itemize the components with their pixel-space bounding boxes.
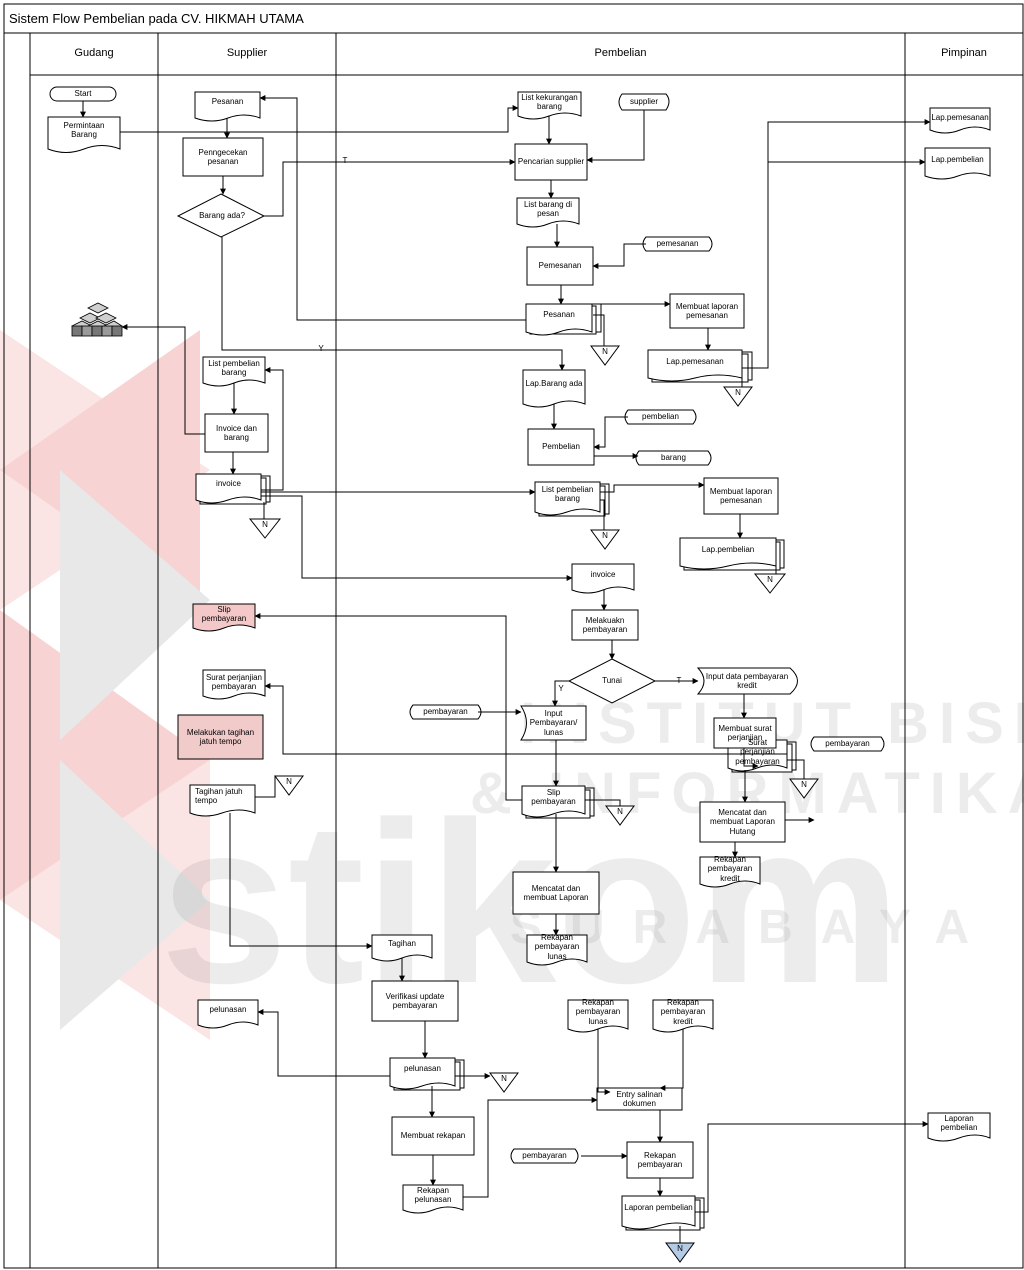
list-pembelian-barang-pembelian-label: List pembelian barang [535, 482, 600, 506]
offpage-label-1: N [591, 346, 619, 358]
tagihan-label: Tagihan [372, 935, 432, 953]
offpage-label-10: N [666, 1243, 694, 1255]
membuat-laporan-1-label: Membuat laporan pemesanan [670, 294, 744, 328]
list-pembelian-barang-supplier-label: List pembelian barang [203, 356, 265, 380]
lap-barang-ada-label: Lap.Barang ada [523, 370, 585, 398]
edge-label-y2: Y [554, 683, 568, 695]
offpage-label-9: N [490, 1073, 518, 1085]
rekapan-kredit-label: Rekapan pembayaran kredit [700, 857, 760, 881]
offpage-label-6: N [275, 776, 303, 788]
pembayaran-db-3-label: pembayaran [512, 1149, 577, 1163]
verifikasi-update-label: Verifikasi update pembayaran [372, 981, 458, 1021]
rekapan-kredit-2-label: Rekapan pembayaran kredit [653, 1000, 713, 1024]
pesanan-supplier-label: Pesanan [195, 92, 260, 112]
mencatat-laporan-label: Mencatat dan membuat Laporan [513, 872, 599, 914]
slip-pembayaran-pembelian-label: Slip pembayaran [522, 786, 585, 808]
penngecekan-label: Penngecekan pesanan [183, 138, 263, 176]
offpage-label-3: N [250, 519, 280, 531]
pemesanan-db-label: pemesanan [644, 237, 711, 251]
list-kekurangan-label: List kekurangan barang [518, 90, 581, 114]
offpage-label-7: N [790, 779, 818, 791]
melakukan-tagihan-label: Melakukan tagihan jatuh tempo [178, 715, 263, 759]
pencarian-supplier-label: Pencarian supplier [515, 144, 587, 180]
rekapan-pembayaran-label: Rekapan pembayaran [627, 1142, 693, 1178]
lap-pembelian-top-label: Lap.pembelian [925, 150, 990, 170]
barang-db-label: barang [637, 451, 710, 465]
slip-pembayaran-supplier-label: Slip pembayaran [193, 604, 255, 624]
invoice-pembelian-label: invoice [572, 564, 634, 586]
laporan-pembelian-label: Laporan pembelian [622, 1196, 695, 1220]
lap-pemesanan-top-label: Lap.pemesanan [930, 108, 990, 128]
lane-header-gudang: Gudang [30, 47, 158, 59]
diagram-title: Sistem Flow Pembelian pada CV. HIKMAH UT… [9, 11, 304, 26]
offpage-label-8: N [606, 806, 634, 818]
pembayaran-db-2-label: pembayaran [812, 737, 883, 751]
edge-label-t1: T [338, 155, 352, 167]
pesanan-pembelian-label: Pesanan [526, 304, 592, 326]
supplier-db-label: supplier [618, 94, 670, 110]
pembayaran-db-1-label: pembayaran [411, 705, 480, 719]
pelunasan-pembelian-label: pelunasan [390, 1058, 455, 1080]
offpage-label-5: N [755, 574, 785, 586]
tagihan-jatuh-tempo-label: Tagihan jatuh tempo [193, 785, 255, 807]
pembelian-label: Pembelian [528, 429, 594, 465]
lane-header-supplier: Supplier [158, 47, 336, 59]
invoice-supplier-label: invoice [196, 474, 261, 494]
invoice-dan-barang-label: Invoice dan barang [205, 414, 268, 452]
permintaan-barang-label: Permintaan Barang [48, 117, 120, 143]
membuat-rekapan-label: Membuat rekapan [392, 1117, 474, 1155]
input-pembayaran-lunas-label: Input Pembayaran/ lunas [521, 706, 586, 740]
lap-pembelian-doc-label: Lap.pembelian [680, 540, 776, 560]
offpage-label-4: N [591, 530, 619, 542]
membuat-laporan-2-label: Membuat laporan pemesanan [704, 478, 778, 514]
rekapan-lunas-label: Rekapan pembayaran lunas [527, 935, 587, 959]
pelunasan-supplier-label: pelunasan [198, 1000, 258, 1020]
lap-pemesanan-doc-label: Lap.pemesanan [648, 352, 742, 372]
edge-label-y1: Y [314, 343, 328, 355]
lane-header-pimpinan: Pimpinan [905, 47, 1023, 59]
laporan-pembelian-pimpinan-label: Laporan pembelian [928, 1113, 990, 1133]
list-barang-di-pesan-label: List barang di pesan [517, 198, 579, 220]
mencatat-hutang-label: Mencatat dan membuat Laporan Hutang [700, 802, 785, 842]
rekapan-lunas-2-label: Rekapan pembayaran lunas [568, 1000, 628, 1024]
melakukan-pembayaran-label: Melakuakn pembayaran [572, 610, 638, 640]
input-data-kredit-label: Input data pembayaran kredit [700, 668, 794, 694]
pembelian-db-label: pembelian [626, 410, 695, 424]
barang-ada-label: Barang ada? [183, 206, 261, 226]
surat-perjanjian-pembelian-label: Surat perjanjian pembayaran [728, 740, 787, 764]
pemesanan-label: Pemesanan [527, 247, 593, 285]
offpage-label-2: N [724, 387, 752, 399]
surat-perjanjian-supplier-label: Surat perjanjian pembayaran [203, 670, 265, 694]
start-label: Start [50, 87, 116, 101]
edge-label-t2: T [672, 675, 686, 687]
tunai-label: Tunai [585, 673, 639, 689]
rekapan-pelunasan-label: Rekapan pelunasan [403, 1185, 463, 1205]
entry-salinan-label: Entry salinan dokumen [597, 1088, 682, 1110]
lane-header-pembelian: Pembelian [336, 47, 905, 59]
